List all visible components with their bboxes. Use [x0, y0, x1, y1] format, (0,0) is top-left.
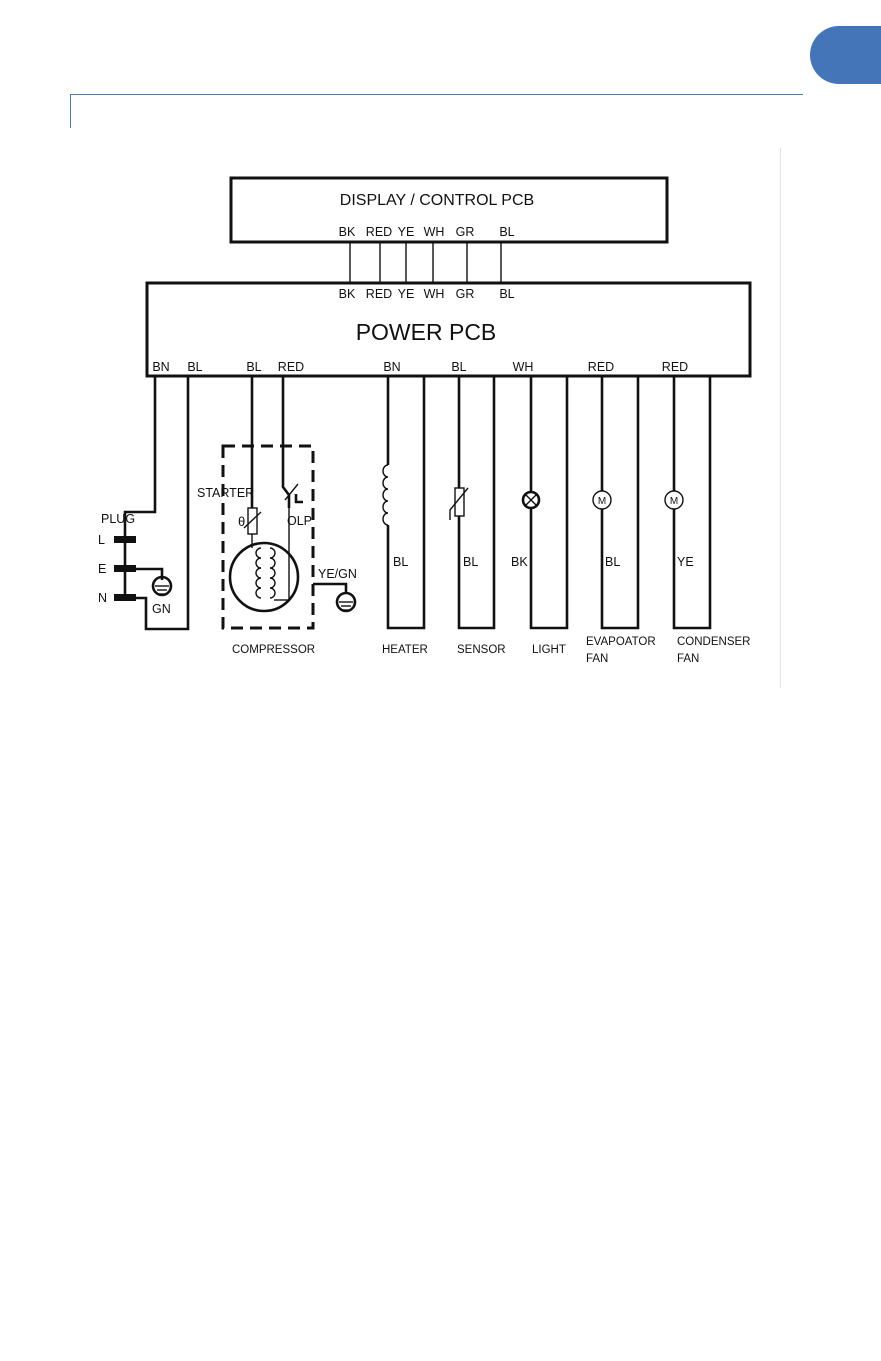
power-out-label: WH [513, 360, 534, 374]
power-pcb: BK RED YE WH GR BL POWER PCB BN BL BL RE… [147, 283, 750, 376]
motor-symbol: M [598, 496, 606, 507]
condenser-fan-circuit: M YE CONDENSER FAN [665, 376, 750, 665]
starter-label: STARTER [197, 486, 254, 500]
svg-text:θ: θ [238, 514, 245, 529]
power-out-label: BL [187, 360, 202, 374]
plug-terminal-n: N [98, 591, 107, 605]
compressor-label: COMPRESSOR [232, 644, 315, 656]
condenser-label-2: FAN [677, 653, 699, 665]
compressor-motor [230, 543, 298, 611]
starter-ptc [248, 508, 257, 534]
heater-circuit: BL HEATER [382, 376, 428, 656]
display-pin-label: BL [499, 225, 514, 239]
sensor-return-label: BL [463, 555, 478, 569]
evaporator-label-2: FAN [586, 653, 608, 665]
sensor-circuit: BL SENSOR [450, 376, 506, 656]
compressor-ground-label: YE/GN [318, 567, 357, 581]
terminal-n [114, 594, 136, 601]
display-control-pcb: DISPLAY / CONTROL PCB BK RED YE WH GR BL [231, 178, 667, 242]
evaporator-fan-circuit: M BL EVAPOATOR FAN [586, 376, 656, 665]
display-pin-label: GR [456, 225, 475, 239]
power-pin-label: YE [398, 287, 415, 301]
light-label: LIGHT [532, 644, 566, 656]
light-return-label: BK [511, 555, 528, 569]
display-pin-label: WH [424, 225, 445, 239]
compressor: θ STARTER OLP YE/GN COMPRESSOR [197, 376, 357, 656]
sensor-label: SENSOR [457, 644, 506, 656]
power-pin-label: BL [499, 287, 514, 301]
display-pin-label: RED [366, 225, 392, 239]
heater-coil [383, 465, 388, 525]
plug: PLUG L E N GN [98, 376, 188, 629]
start-winding [256, 548, 261, 598]
power-pin-label: WH [424, 287, 445, 301]
wire-red-compressor [283, 376, 289, 508]
ground-label: GN [152, 602, 171, 616]
power-pin-label: BK [339, 287, 356, 301]
plug-terminal-e: E [98, 562, 106, 576]
display-pcb-title: DISPLAY / CONTROL PCB [340, 192, 534, 209]
heater-label: HEATER [382, 644, 428, 656]
motor-symbol: M [670, 496, 678, 507]
condenser-label: CONDENSER [677, 636, 750, 648]
pcb-interconnect-wires [350, 243, 501, 283]
compressor-housing [223, 446, 313, 628]
power-out-label: BL [246, 360, 261, 374]
display-pin-label: YE [398, 225, 415, 239]
display-pcb-box [231, 178, 667, 242]
olp-label: OLP [287, 514, 312, 528]
run-winding [270, 548, 275, 598]
evaporator-label: EVAPOATOR [586, 636, 656, 648]
light-circuit: BK LIGHT [511, 376, 567, 656]
evaporator-return-label: BL [605, 555, 620, 569]
plug-terminal-l: L [98, 533, 105, 547]
power-out-label: RED [662, 360, 688, 374]
wire-bl-neutral [136, 376, 188, 629]
power-out-label: RED [278, 360, 304, 374]
power-pcb-title: POWER PCB [356, 319, 497, 345]
heater-return-label: BL [393, 555, 408, 569]
display-pin-label: BK [339, 225, 356, 239]
power-pin-label: GR [456, 287, 475, 301]
power-pin-label: RED [366, 287, 392, 301]
plug-label: PLUG [101, 512, 135, 526]
power-out-label: RED [588, 360, 614, 374]
power-out-label: BN [152, 360, 169, 374]
terminal-l [114, 536, 136, 543]
power-out-label: BL [451, 360, 466, 374]
power-out-label: BN [383, 360, 400, 374]
condenser-return-label: YE [677, 555, 694, 569]
wire-compressor-ground [313, 584, 346, 594]
